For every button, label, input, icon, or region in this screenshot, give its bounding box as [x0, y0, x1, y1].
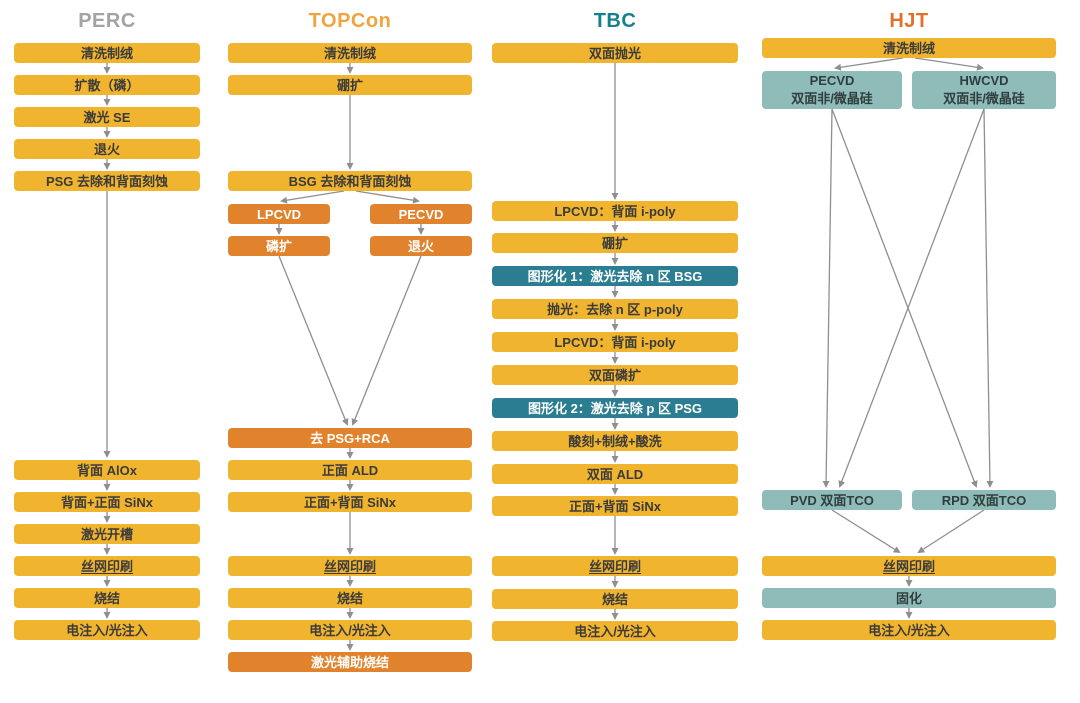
perc-step-7: 激光开槽: [14, 524, 200, 544]
hjt-step-rpd: RPD 双面TCO: [912, 490, 1056, 510]
tbc-step-11: 丝网印刷: [492, 556, 738, 576]
tbc-step-12: 烧结: [492, 589, 738, 609]
tbc-step-10: 正面+背面 SiNx: [492, 496, 738, 516]
perc-step-3: 退火: [14, 139, 200, 159]
topcon-step-pecvd: PECVD: [370, 204, 472, 224]
topcon-step-7: 去 PSG+RCA: [228, 428, 472, 448]
topcon-step-1: 硼扩: [228, 75, 472, 95]
tbc-step-4: 抛光：去除 n 区 p-poly: [492, 299, 738, 319]
topcon-step-12: 电注入/光注入: [228, 620, 472, 640]
hjt-step-injection: 电注入/光注入: [762, 620, 1056, 640]
tbc-step-2: 硼扩: [492, 233, 738, 253]
tbc-step-5: LPCVD：背面 i-poly: [492, 332, 738, 352]
perc-step-0: 清洗制绒: [14, 43, 200, 63]
perc-step-5: 背面 AlOx: [14, 460, 200, 480]
perc-step-4: PSG 去除和背面刻蚀: [14, 171, 200, 191]
topcon-step-0: 清洗制绒: [228, 43, 472, 63]
hjt-hwcvd-line2: 双面非/微晶硅: [943, 91, 1025, 106]
topcon-step-11: 烧结: [228, 588, 472, 608]
topcon-step-13: 激光辅助烧结: [228, 652, 472, 672]
hjt-column-title: HJT: [889, 9, 929, 32]
perc-step-8: 丝网印刷: [14, 556, 200, 576]
tbc-step-1: LPCVD：背面 i-poly: [492, 201, 738, 221]
perc-column-title: PERC: [78, 9, 136, 32]
tbc-step-0: 双面抛光: [492, 43, 738, 63]
tbc-step-8: 酸刻+制绒+酸洗: [492, 431, 738, 451]
hjt-pecvd-line1: PECVD: [809, 73, 855, 89]
hjt-step-cure: 固化: [762, 588, 1056, 608]
hjt-hwcvd-line1: HWCVD: [959, 73, 1009, 89]
hjt-step-pecvd: PECVD 双面非/微晶硅: [762, 71, 902, 109]
perc-step-9: 烧结: [14, 588, 200, 608]
tbc-column-title: TBC: [593, 9, 637, 32]
topcon-step-lpcvd: LPCVD: [228, 204, 330, 224]
tbc-step-7: 图形化 2：激光去除 p 区 PSG: [492, 398, 738, 418]
topcon-column-title: TOPCon: [308, 9, 392, 32]
hjt-step-hwcvd: HWCVD 双面非/微晶硅: [912, 71, 1056, 109]
tbc-step-6: 双面磷扩: [492, 365, 738, 385]
hjt-pecvd-line2: 双面非/微晶硅: [791, 91, 873, 106]
tbc-step-3: 图形化 1：激光去除 n 区 BSG: [492, 266, 738, 286]
hjt-step-screen-print: 丝网印刷: [762, 556, 1056, 576]
hjt-step-pvd: PVD 双面TCO: [762, 490, 902, 510]
perc-step-6: 背面+正面 SiNx: [14, 492, 200, 512]
topcon-step-9: 正面+背面 SiNx: [228, 492, 472, 512]
tbc-step-13: 电注入/光注入: [492, 621, 738, 641]
topcon-step-2: BSG 去除和背面刻蚀: [228, 171, 472, 191]
perc-step-2: 激光 SE: [14, 107, 200, 127]
tbc-step-9: 双面 ALD: [492, 464, 738, 484]
topcon-step-anneal: 退火: [370, 236, 472, 256]
perc-step-1: 扩散（磷）: [14, 75, 200, 95]
topcon-step-8: 正面 ALD: [228, 460, 472, 480]
topcon-step-10: 丝网印刷: [228, 556, 472, 576]
perc-step-10: 电注入/光注入: [14, 620, 200, 640]
hjt-step-clean: 清洗制绒: [762, 38, 1056, 58]
topcon-step-phos: 磷扩: [228, 236, 330, 256]
